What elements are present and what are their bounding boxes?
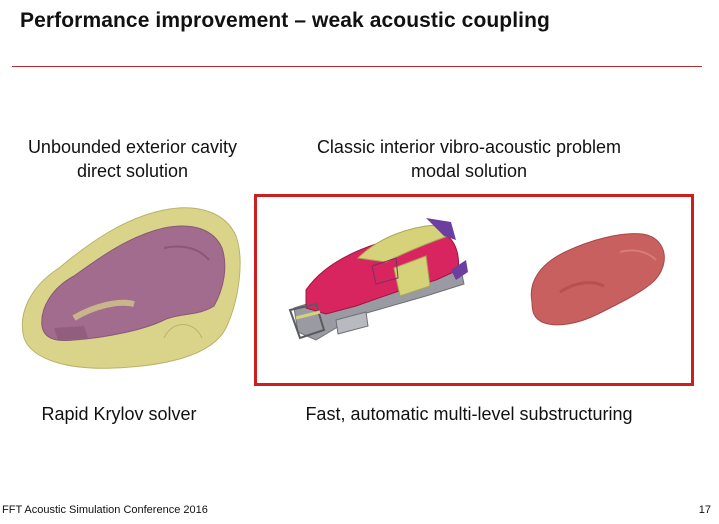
interior-caption: Classic interior vibro-acoustic problem …	[268, 135, 670, 183]
highlight-box	[254, 194, 694, 386]
title-divider	[12, 66, 702, 67]
slide-title: Performance improvement – weak acoustic …	[20, 9, 550, 32]
car-body-structure-icon	[276, 200, 476, 360]
car-exterior-cavity-icon	[14, 188, 244, 378]
interior-caption-line2: modal solution	[410, 161, 528, 181]
interior-caption-line1: Classic interior vibro-acoustic problem	[316, 137, 622, 157]
car-interior-cavity-icon	[520, 222, 670, 337]
exterior-caption-line1: Unbounded exterior cavity	[27, 137, 238, 157]
krylov-caption: Rapid Krylov solver	[41, 404, 197, 424]
page-number: 17	[698, 504, 711, 516]
substructuring-caption: Fast, automatic multi-level substructuri…	[305, 404, 633, 424]
exterior-caption: Unbounded exterior cavity direct solutio…	[0, 135, 265, 183]
footer-conference: FFT Acoustic Simulation Conference 2016	[2, 504, 208, 516]
exterior-caption-line2: direct solution	[76, 161, 189, 181]
